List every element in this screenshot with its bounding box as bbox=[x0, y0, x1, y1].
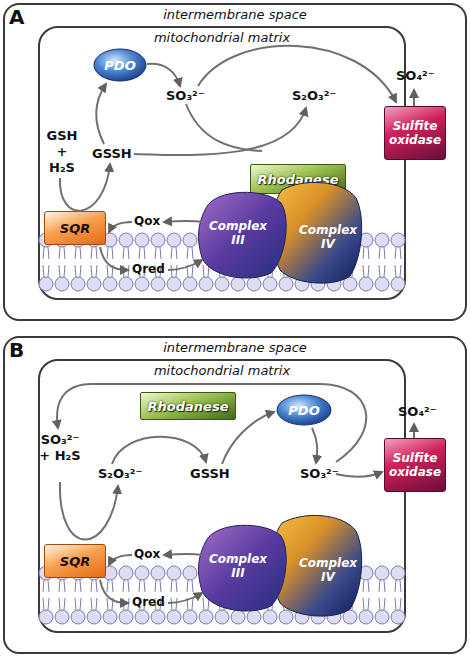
reaction-arrow bbox=[112, 437, 206, 464]
node-label: PDO bbox=[288, 403, 319, 418]
node-text-holder: Rhodanese bbox=[141, 393, 235, 419]
reaction-arrow bbox=[96, 84, 106, 144]
metabolite: SO₃²⁻ bbox=[300, 466, 339, 482]
complex-blob: Complex III bbox=[196, 521, 288, 611]
node-text-holder: SQR bbox=[45, 545, 105, 577]
node-label: Sulfite oxidase bbox=[386, 119, 444, 147]
quinone-label: Qox bbox=[134, 214, 160, 229]
blob-fill bbox=[199, 192, 287, 278]
reaction-line bbox=[186, 104, 262, 151]
quinone-label: Qred bbox=[132, 262, 165, 277]
enzyme-box: Rhodanese bbox=[140, 392, 236, 420]
metabolite: GSSH bbox=[190, 466, 230, 482]
node-label: Complex III bbox=[207, 552, 269, 580]
enzyme-ellipse: PDO bbox=[276, 394, 332, 426]
reaction-arrow bbox=[57, 384, 366, 462]
metabolite: SO₃²⁻ bbox=[166, 88, 205, 104]
node-label: Complex III bbox=[207, 219, 269, 247]
blob-fill bbox=[272, 182, 362, 283]
compartment-label: intermembrane space bbox=[163, 340, 307, 356]
node-label: PDO bbox=[104, 58, 135, 73]
electron-arrow bbox=[109, 555, 132, 565]
node-label: SQR bbox=[60, 221, 90, 236]
reaction-arrow bbox=[60, 482, 118, 540]
node-text-holder: PDO bbox=[276, 394, 332, 426]
electron-arrow bbox=[168, 593, 202, 603]
reaction-arrow bbox=[413, 424, 415, 438]
enzyme-box: Sulfite oxidase bbox=[384, 106, 446, 160]
electron-arrow bbox=[168, 260, 202, 270]
reaction-arrow bbox=[134, 108, 306, 155]
metabolite: GSH + H₂S bbox=[42, 128, 82, 176]
reaction-arrow bbox=[147, 64, 180, 86]
metabolite: S₂O₃²⁻ bbox=[292, 88, 336, 104]
complex-blob: Complex III bbox=[196, 188, 288, 278]
node-text-holder: Complex III bbox=[196, 521, 288, 611]
node-label: Complex IV bbox=[297, 223, 359, 251]
ellipse-fill bbox=[94, 49, 146, 81]
arrow-group bbox=[57, 46, 414, 603]
compartment-label: mitochondrial matrix bbox=[154, 363, 290, 379]
blob-fill bbox=[199, 525, 287, 611]
reaction-arrow bbox=[312, 428, 317, 463]
metabolite: GSSH bbox=[92, 146, 132, 162]
reaction-arrow bbox=[336, 472, 382, 477]
node-label: Sulfite oxidase bbox=[386, 451, 444, 479]
node-text-holder: Complex III bbox=[196, 188, 288, 278]
node-text-holder: Sulfite oxidase bbox=[385, 107, 445, 159]
ellipse-fill bbox=[277, 395, 331, 425]
electron-arrow bbox=[100, 580, 128, 603]
node-label: SQR bbox=[60, 554, 90, 569]
reaction-arrow bbox=[413, 90, 415, 106]
metabolite: S₂O₃²⁻ bbox=[98, 466, 142, 482]
node-label: Complex IV bbox=[297, 556, 359, 584]
compartment-label: intermembrane space bbox=[163, 7, 307, 23]
electron-arrow bbox=[164, 554, 203, 555]
panel-letter: A bbox=[9, 6, 24, 29]
enzyme-ellipse: PDO bbox=[93, 48, 147, 82]
quinone-label: Qox bbox=[134, 547, 160, 562]
panel-letter: B bbox=[9, 339, 24, 362]
membrane-enzyme: SQR bbox=[44, 544, 106, 578]
electron-arrow bbox=[100, 247, 128, 270]
metabolite: SO₃²⁻ + H₂S bbox=[38, 432, 82, 464]
blob-fill bbox=[272, 515, 362, 616]
metabolite: SO₄²⁻ bbox=[396, 68, 435, 84]
node-text-holder: PDO bbox=[93, 48, 147, 82]
electron-arrow bbox=[164, 221, 203, 222]
electron-arrow bbox=[109, 222, 132, 232]
quinone-label: Qred bbox=[132, 595, 165, 610]
compartment-label: mitochondrial matrix bbox=[154, 30, 290, 46]
membrane-enzyme: SQR bbox=[44, 211, 106, 245]
enzyme-box: Sulfite oxidase bbox=[384, 438, 446, 492]
node-text-holder: Sulfite oxidase bbox=[385, 439, 445, 491]
node-text-holder: SQR bbox=[45, 212, 105, 244]
node-label: Rhodanese bbox=[148, 399, 229, 414]
metabolite: SO₄²⁻ bbox=[398, 404, 437, 420]
